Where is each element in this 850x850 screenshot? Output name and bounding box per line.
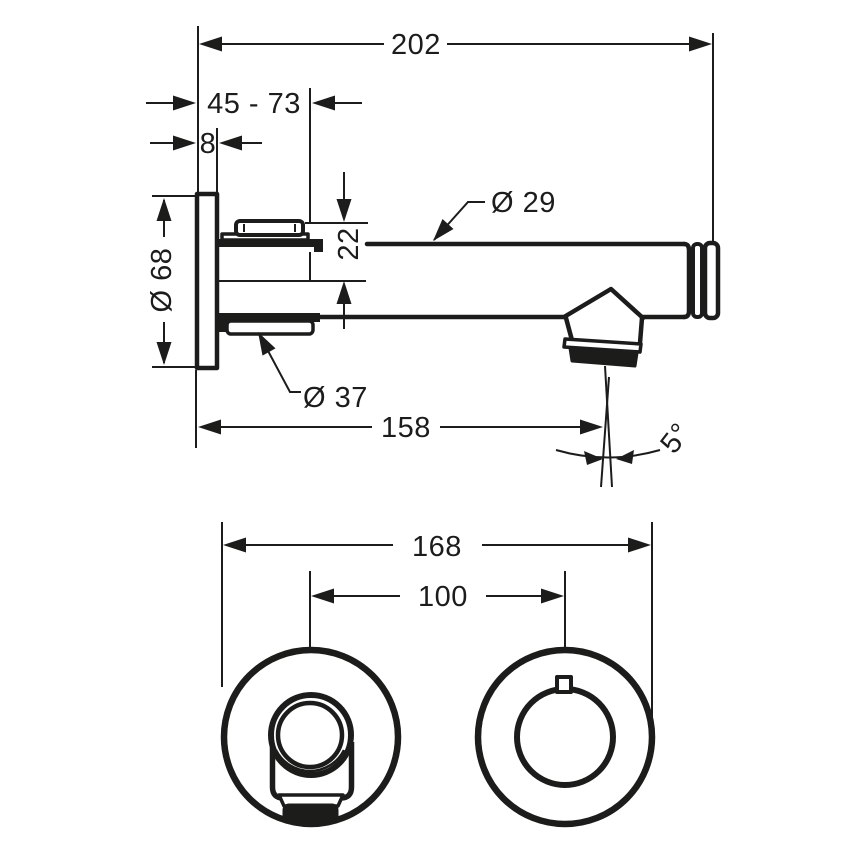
arrow-left-icon — [616, 450, 634, 464]
dim-escutcheon-diameter-label: Ø 68 — [146, 248, 178, 313]
arrow-left-icon — [311, 588, 334, 604]
dim-adjustment-range: 45 - 73 — [146, 88, 362, 120]
aerator-housing — [562, 337, 643, 354]
handle-escutcheon-front — [474, 646, 656, 828]
arrow-right-icon — [628, 537, 651, 553]
arrow-left-icon — [219, 135, 242, 151]
arrow-right-icon — [173, 135, 196, 151]
aerator-front-icon — [282, 803, 339, 823]
handle-collar — [217, 239, 323, 247]
extension-lines — [195, 26, 714, 448]
dim-adjustment-range-label: 45 - 73 — [207, 88, 301, 120]
arrow-up-icon — [156, 198, 172, 221]
spout-body — [216, 240, 721, 336]
spout-end-cap — [702, 240, 721, 321]
dim-handle-offset: 22 — [333, 199, 365, 304]
dim-spout-diameter-label: Ø 29 — [491, 187, 556, 219]
spout-escutcheon-front — [220, 646, 402, 828]
extension-lines — [221, 522, 653, 730]
arrow-up-icon — [336, 281, 352, 304]
arrow-up-left-icon — [258, 332, 276, 356]
arrow-down-icon — [336, 199, 352, 222]
arrow-down-left-icon — [433, 219, 454, 241]
dim-stream-angle-label: 5° — [654, 417, 697, 459]
dim-overall-width-label: 168 — [412, 531, 462, 563]
aerator-icon — [568, 346, 639, 368]
dim-handle-offset-label: 22 — [333, 227, 365, 260]
dim-center-distance-label: 100 — [418, 581, 468, 613]
spout-outlet — [561, 286, 646, 368]
dim-center-distance: 100 — [311, 581, 564, 613]
arrow-right-icon — [541, 588, 564, 604]
dim-spout-flange-diameter-label: Ø 37 — [303, 382, 368, 414]
spout-tube-front — [268, 692, 354, 778]
aerator-housing-front — [277, 793, 345, 808]
spout-bore — [275, 700, 345, 770]
handle-knob-front — [514, 686, 616, 788]
dim-escutcheon-diameter: Ø 68 — [146, 195, 196, 368]
arrow-right-icon — [173, 95, 196, 111]
dim-spout-reach-label: 158 — [381, 412, 431, 444]
handle-lever — [217, 219, 323, 252]
dim-spout-reach: 158 — [198, 412, 603, 444]
handle-pin — [555, 675, 573, 694]
spout-flange — [225, 319, 315, 336]
dim-overall-depth: 202 — [199, 29, 712, 61]
arrow-right-icon — [584, 451, 603, 465]
spout-collar — [217, 313, 320, 322]
dim-overall-width: 168 — [223, 531, 651, 563]
dim-plate-thickness-label: 8 — [200, 128, 217, 160]
arrow-left-icon — [223, 537, 246, 553]
callout-spout-flange-diameter: Ø 37 — [258, 332, 368, 414]
wall-plate — [194, 191, 220, 371]
side-view: 202 45 - 73 8 Ø 68 — [146, 26, 721, 488]
arrow-left-icon — [198, 419, 221, 435]
spout-ring — [691, 242, 704, 319]
arrow-right-icon — [689, 36, 712, 52]
callout-spout-diameter: Ø 29 — [433, 187, 556, 241]
arrow-left-icon — [312, 95, 335, 111]
handle-cap — [234, 219, 305, 237]
dim-overall-depth-label: 202 — [391, 29, 441, 61]
arrow-left-icon — [199, 36, 222, 52]
arrow-down-icon — [156, 342, 172, 365]
dim-plate-thickness: 8 — [150, 128, 262, 160]
arrow-right-icon — [580, 419, 603, 435]
front-view: 168 100 — [220, 522, 656, 828]
